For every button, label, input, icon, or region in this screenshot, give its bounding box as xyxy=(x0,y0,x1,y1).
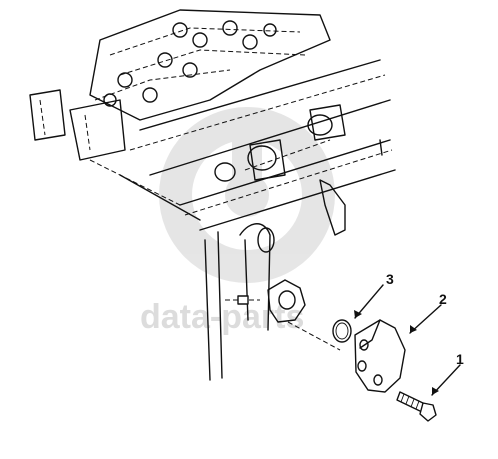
bolt-part xyxy=(396,391,437,422)
callout-1-label: 1 xyxy=(456,351,464,367)
block-housing-drawing xyxy=(204,223,341,381)
cover-plate-part xyxy=(354,319,406,393)
cylinder-head-drawing xyxy=(29,9,331,161)
callout-3-label: 3 xyxy=(386,271,394,287)
watermark-text: data-parts xyxy=(140,298,304,336)
watermark-logo xyxy=(159,107,335,283)
leader-lines xyxy=(354,284,461,396)
engine-block-drawing xyxy=(89,59,396,236)
o-ring-part xyxy=(332,319,352,343)
callout-2-label: 2 xyxy=(439,291,447,307)
